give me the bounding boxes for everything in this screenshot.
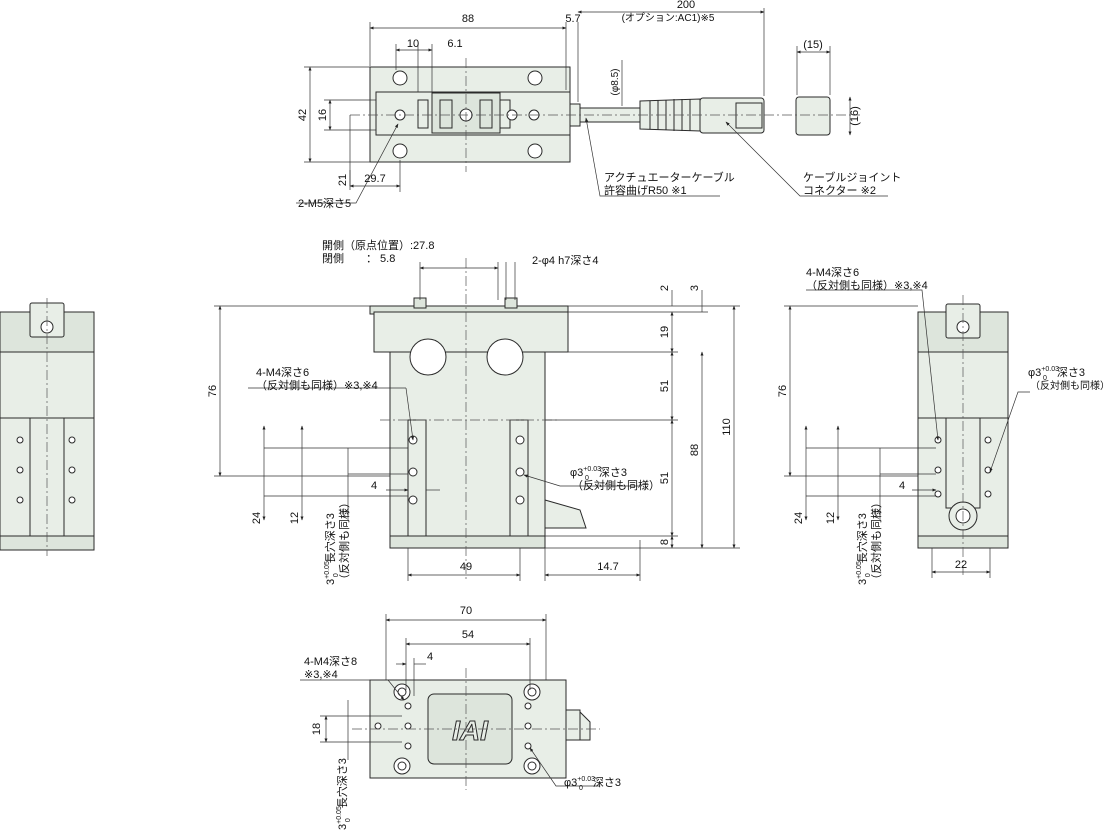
top-hole-bl (392, 143, 408, 159)
dim-8: 8 (659, 539, 671, 545)
side-dim-4: 4 (899, 480, 905, 492)
note-phi-2: （反対側も同様） (572, 478, 660, 492)
front-port-left (409, 338, 447, 376)
dim-15: (15) (803, 39, 823, 51)
side-note-slot-3: （反対側も同様） (869, 497, 883, 585)
top-hole-tr (527, 70, 543, 86)
dim-6-1: 6.1 (447, 38, 462, 50)
dim-21: 21 (337, 174, 349, 186)
dim-49: 49 (460, 561, 472, 573)
front-body (389, 351, 546, 549)
note-m4-1: 4-M4深さ6 (256, 366, 309, 379)
dim-phi-8-5: (φ8.5) (610, 68, 621, 95)
dim-51-upper: 51 (659, 380, 671, 392)
label-cable-2: 許容曲げR50 ※1 (604, 183, 687, 197)
side-dim-12: 12 (825, 512, 837, 524)
side-note-m4-1: 4-M4深さ6 (806, 266, 859, 279)
dim-10: 10 (407, 38, 419, 50)
dim-3: 3 (689, 285, 701, 291)
top-hole-br (527, 143, 543, 159)
label-m5: 2-M5深さ5 (298, 197, 351, 210)
side-dim-22: 22 (955, 559, 967, 571)
front-view: 開側（原点位置）:27.8 閉側 ： 5.8 2-φ4 h7深さ4 4-M4深さ… (207, 238, 740, 585)
connector-end-view (795, 96, 831, 136)
dim-42: 42 (297, 109, 309, 121)
front-jaw (373, 311, 569, 353)
side-dim-76: 76 (777, 385, 789, 397)
bottom-dim-18: 18 (311, 723, 323, 735)
label-cable-1: アクチュエーターケーブル (604, 170, 735, 184)
dim-14-7: 14.7 (597, 561, 618, 573)
dim-51-lower: 51 (659, 472, 671, 484)
dim-16: 16 (317, 109, 329, 121)
dim-88-front: 88 (689, 444, 701, 456)
side-dim-24: 24 (793, 512, 805, 524)
dim-29-7: 29.7 (364, 173, 385, 185)
dim-2: 2 (659, 285, 671, 291)
note-slot-3: （反対側も同様） (337, 497, 351, 585)
note-open: 開側（原点位置）:27.8 (322, 238, 434, 252)
side-note-m4-2: （反対側も同様）※3,※4 (806, 278, 928, 292)
dim-76: 76 (207, 385, 219, 397)
dim-110: 110 (721, 418, 733, 436)
dim-88: 88 (462, 13, 474, 25)
dim-24: 24 (251, 512, 263, 524)
dim-16-paren: (16) (849, 106, 861, 126)
front-port-right (486, 338, 524, 376)
dim-4: 4 (371, 480, 377, 492)
label-joint-2: コネクター ※2 (803, 184, 876, 197)
dim-200-note: (オプション:AC1)※5 (622, 12, 715, 24)
note-m4-2: （反対側も同様）※3,※4 (256, 378, 378, 392)
top-hole-tl (392, 70, 408, 86)
bottom-dim-70: 70 (460, 605, 472, 617)
dim-200: 200 (677, 0, 695, 11)
dim-5-7: 5.7 (565, 13, 580, 25)
note-pin: 2-φ4 h7深さ4 (532, 254, 598, 267)
label-joint-1: ケーブルジョイント (803, 170, 901, 184)
bottom-note-m4-2: ※3,※4 (304, 669, 338, 681)
iai-logo: IAI (452, 715, 489, 746)
note-close: 閉側 ： 5.8 (322, 252, 395, 265)
side-note-phi-2: （反対側も同様） (1030, 379, 1104, 392)
bottom-note-m4-1: 4-M4深さ8 (304, 655, 357, 668)
left-side-view (0, 298, 95, 556)
bottom-dim-4: 4 (427, 651, 433, 663)
bottom-dim-54: 54 (462, 629, 474, 641)
dim-19: 19 (659, 326, 671, 338)
dim-12: 12 (289, 512, 301, 524)
top-view: 88 5.7 200 (オプション:AC1)※5 10 6.1 (φ8.5) (… (296, 0, 901, 210)
